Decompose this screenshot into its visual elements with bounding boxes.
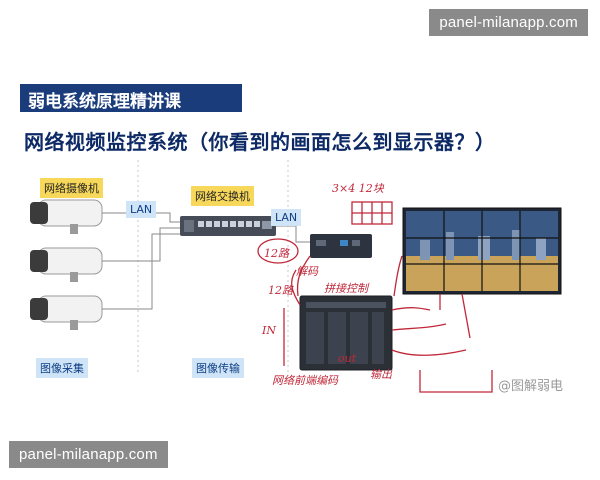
handwriting-strokes [257,201,493,393]
camera-tag: 网络摄像机 [40,178,103,198]
link-camera-3 [102,233,182,310]
camera-3-icon [30,295,103,330]
splice-processor-icon [299,295,393,371]
lan-left-tag: LAN [126,201,157,218]
network-switch-icon [180,216,276,236]
course-title-bar: 弱电系统原理精讲课 [20,84,242,112]
output-note: 输出 [370,368,392,381]
link-camera-2 [102,227,182,262]
control-word: 拼接控制 [324,282,368,295]
route-word: 12路 [268,284,293,297]
out-label: out [338,352,357,365]
watermark-bottom: panel-milanapp.com [9,441,168,468]
decoder-box-icon [310,234,372,258]
watermark-top: panel-milanapp.com [429,9,588,36]
video-wall-icon [402,207,562,295]
diagram-canvas [30,160,562,393]
author-signature: @图解弱电 [498,379,564,394]
surveillance-diagram: 网络摄像机 网络交换机 LAN LAN 图像采集 图像传输 3×4 12块 12… [0,160,600,420]
link-switch-decoder [276,225,312,243]
in-label: IN [262,324,276,337]
decoder-note: 12路 [264,247,289,260]
camera-2-icon [30,247,103,282]
capture-section-tag: 图像采集 [36,358,88,378]
switch-tag: 网络交换机 [191,186,254,206]
network-note: 网络前端编码 [272,374,338,387]
grid-note: 3×4 12块 [332,182,384,195]
decoder-word: 解码 [296,265,318,278]
transmit-section-tag: 图像传输 [192,358,244,378]
lan-right-tag: LAN [271,209,302,226]
slide-title: 网络视频监控系统（你看到的画面怎么到显示器？） [24,130,496,154]
camera-1-icon [30,199,103,234]
